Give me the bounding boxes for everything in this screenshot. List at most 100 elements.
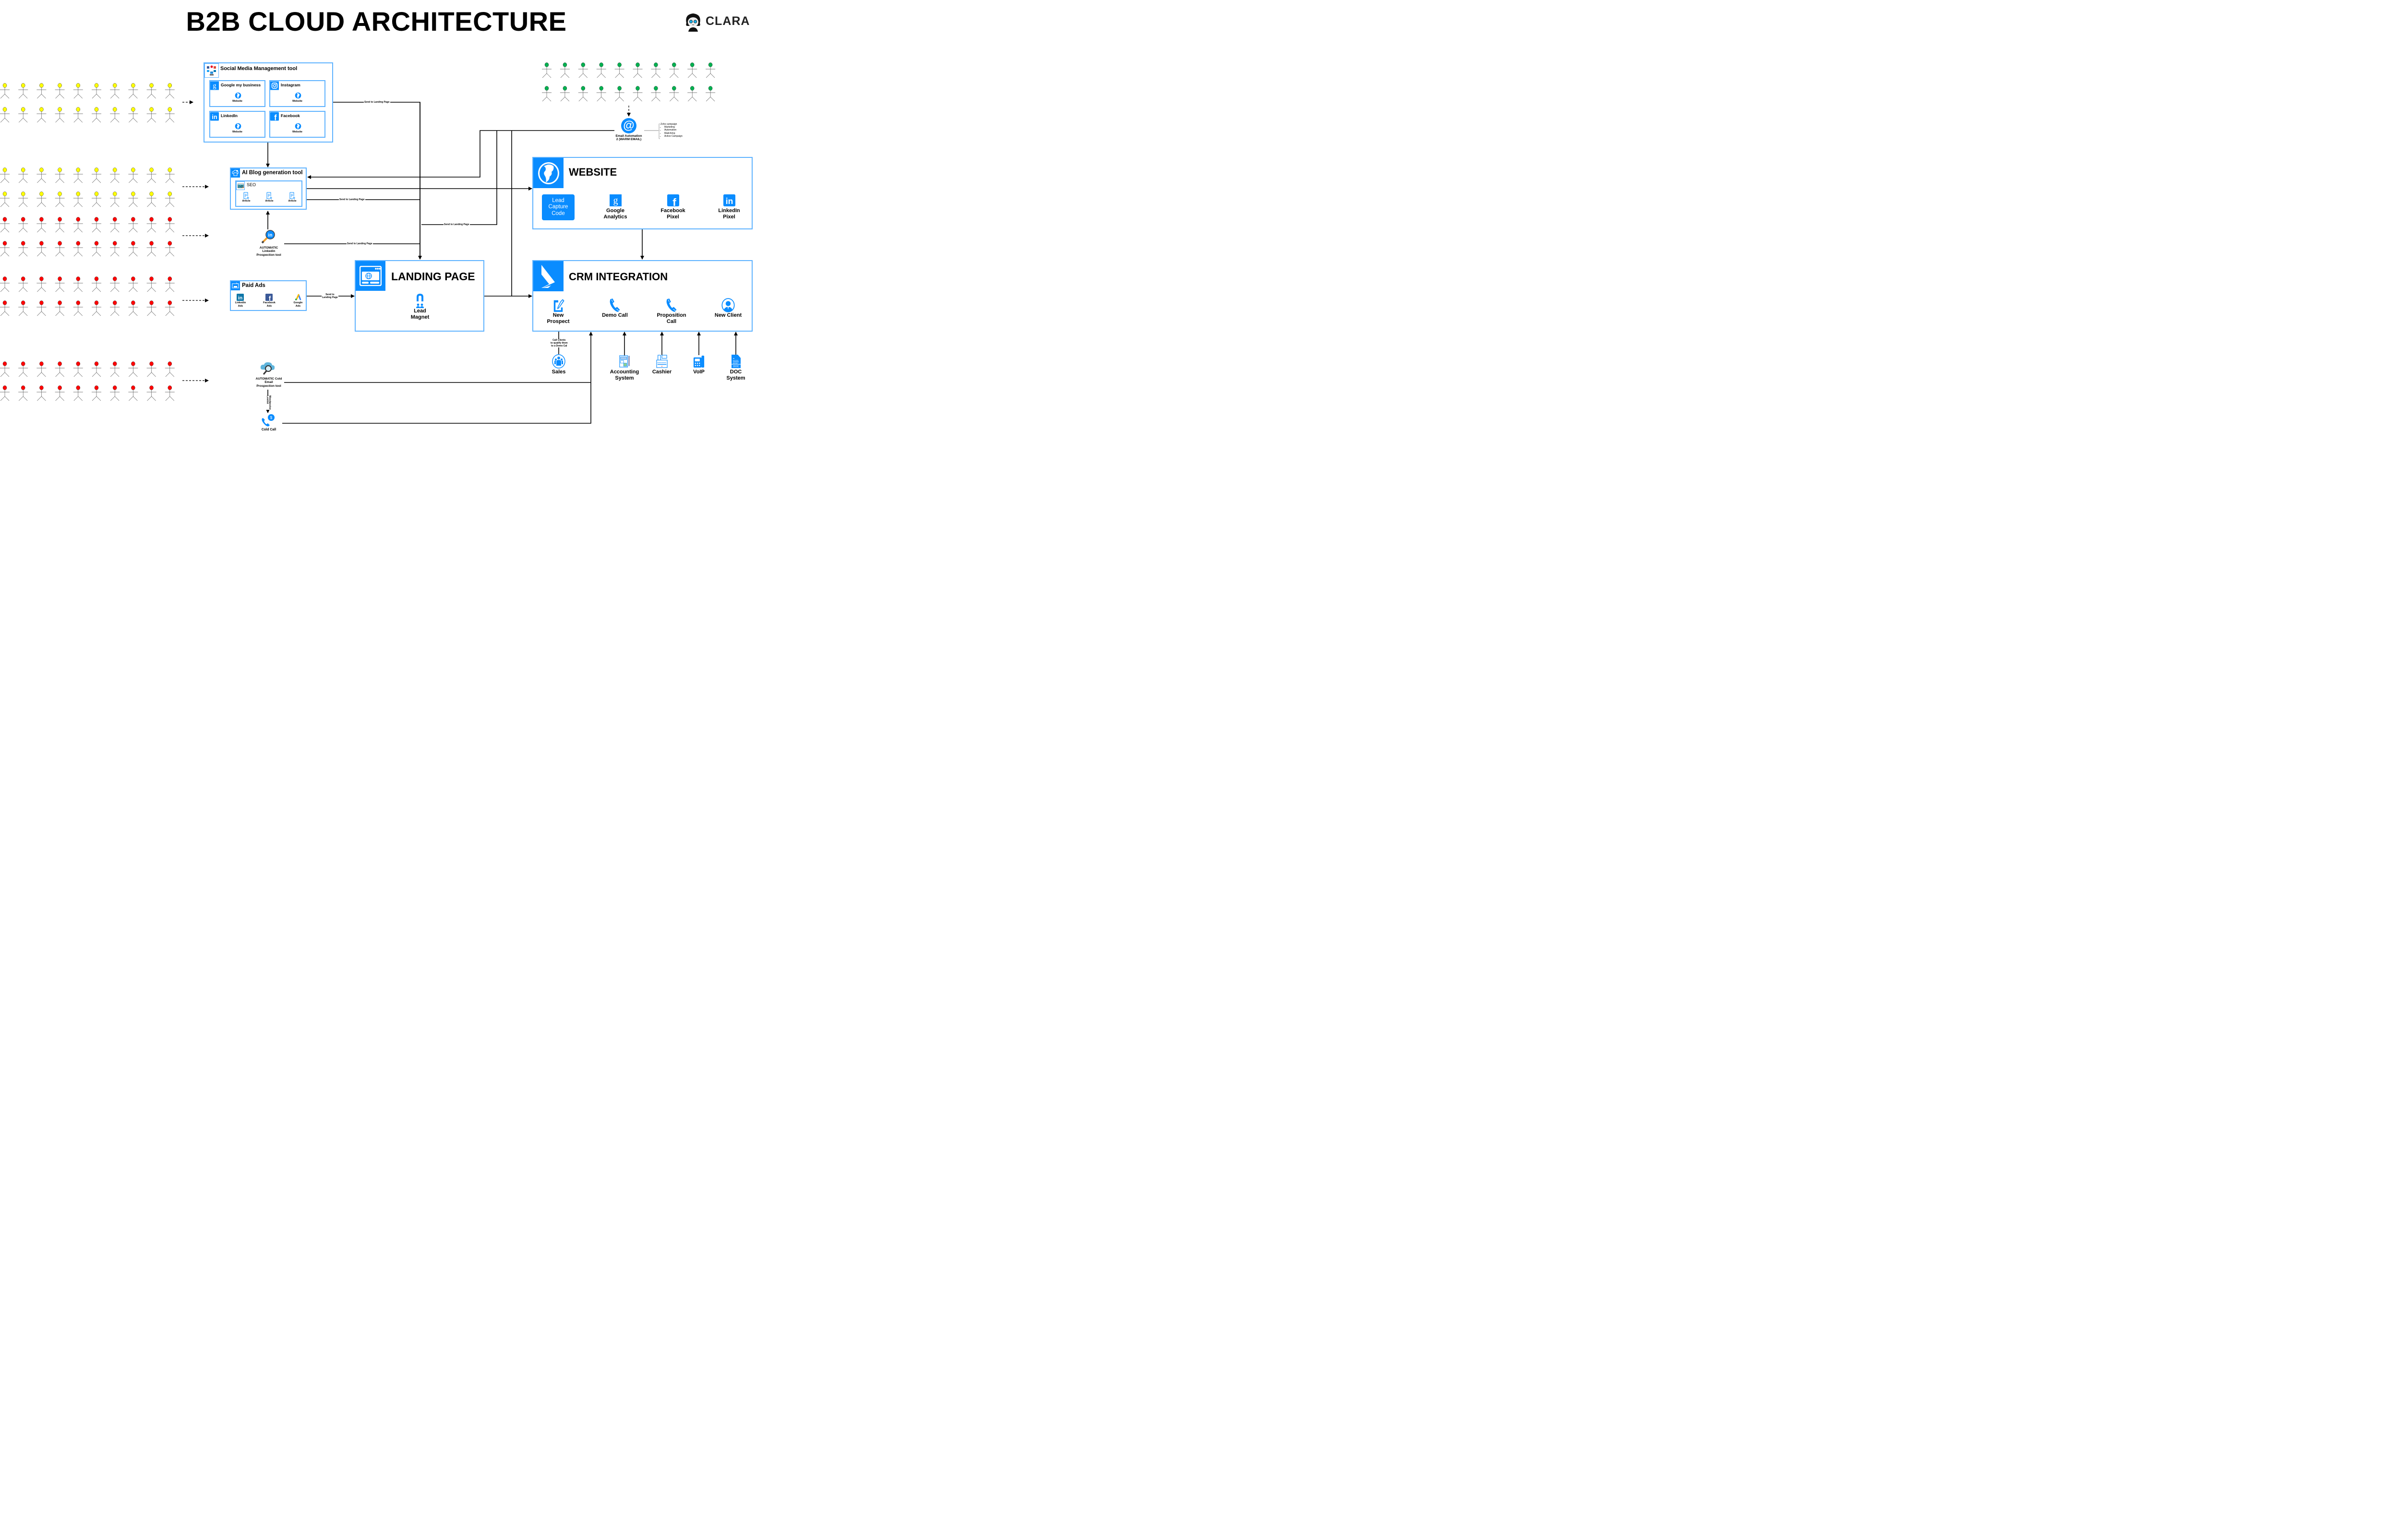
article-icon: [289, 192, 296, 200]
user-circle-icon: [721, 298, 735, 312]
linkedin-icon: in: [210, 112, 219, 121]
seo-title: SEO: [247, 182, 256, 187]
email-tools-list: Zoho campaign MarketingAutomationMailchi…: [660, 123, 683, 138]
edge-label-send-to-landing: Send to Landing Page: [444, 223, 470, 226]
linkedin-icon: in: [237, 294, 244, 301]
doc-file-icon: DOC: [730, 354, 742, 369]
channel-website-label: Website: [232, 100, 242, 103]
phone-icon: [608, 298, 622, 312]
pipeline-stage-label: New Prospect: [547, 312, 570, 324]
pipeline-stage-label: New Client: [714, 312, 742, 318]
integration-label: Sales: [552, 369, 566, 375]
seo-analytics-icon: [236, 181, 245, 190]
website-item-label: LinkedIn Pixel: [718, 208, 740, 220]
girl-avatar-icon: [686, 13, 700, 32]
page-title: B2B CLOUD ARCHITECTURE: [186, 6, 567, 36]
website-globe-icon: [235, 123, 241, 130]
cloud-gear-icon: [231, 168, 240, 178]
website-globe-icon: [295, 123, 301, 130]
svg-text:f: f: [274, 114, 277, 121]
facebook-icon: f: [265, 294, 273, 302]
svg-text:in: in: [726, 196, 733, 206]
cold-email-label: AUTOMATIC Cold Email Prospection tool: [255, 377, 282, 388]
calculator-icon: [619, 354, 630, 369]
desk-phone-icon: [693, 354, 705, 369]
channel-name: LinkedIn: [221, 113, 238, 118]
at-sign-icon: @: [621, 118, 636, 133]
email-tool-item: Mailchimp: [664, 132, 683, 135]
integration-label: DOC System: [726, 369, 745, 381]
dynamics-icon: [533, 261, 564, 291]
google-ads-icon: [294, 294, 301, 301]
landing-page-box[interactable]: LANDING PAGE Lead Magnet: [355, 260, 484, 332]
ad-label: Facebook Ads: [263, 301, 276, 308]
svg-text:DOC: DOC: [733, 365, 739, 368]
integration-label: Accounting System: [610, 369, 639, 381]
svg-text:in: in: [238, 295, 242, 301]
edit-document-icon: [552, 298, 565, 312]
website-item-label: Google Analytics: [603, 208, 627, 220]
svg-text:f: f: [672, 196, 676, 206]
ad-label: Linkedin Ads: [235, 301, 246, 308]
globe-icon: [533, 158, 564, 188]
article-label: Article: [288, 200, 297, 203]
magnet-icon: [414, 293, 426, 309]
cloud-search-icon: [260, 361, 276, 376]
crm-integration-box[interactable]: CRM INTEGRATION New Prospect Demo Call Pro…: [532, 260, 753, 332]
phone-dollar-icon: $: [260, 414, 276, 428]
edge-label-send-to-landing: Send to Landing Page: [364, 101, 390, 104]
edge-label-send-to-landing: Send to Landing Page: [347, 242, 373, 245]
email-tools-heading: Zoho campaign: [660, 123, 677, 126]
website-title: WEBSITE: [569, 166, 617, 178]
ad-label: Google Ads: [293, 301, 303, 308]
website-globe-icon: [235, 92, 241, 99]
crm-title: CRM INTEGRATION: [569, 271, 668, 283]
linkedin-prospection-label: AUTOMATIC Linkedin Prospection tool: [256, 246, 281, 257]
channel-name: Instagram: [281, 83, 300, 87]
integration-label: VoIP: [693, 369, 705, 375]
landing-page-title: LANDING PAGE: [391, 270, 475, 283]
article-icon: [266, 192, 273, 200]
pipeline-stage-label: Proposition Call: [657, 312, 686, 324]
email-automation-label: Email Automation 2 (WARM EMAIL): [615, 134, 642, 142]
google-icon: g: [610, 194, 622, 206]
svg-text:f: f: [269, 295, 271, 301]
phone-icon: [665, 298, 678, 312]
facebook-icon: f: [667, 194, 679, 208]
ads-laptop-icon: [231, 281, 240, 290]
connectors: [182, 100, 738, 424]
cold-call-label: Cold Call: [261, 428, 276, 431]
facebook-icon: f: [270, 112, 279, 122]
team-icon: [552, 354, 565, 369]
svg-text:g: g: [613, 195, 618, 206]
paid-ads-title: Paid Ads: [242, 283, 265, 288]
svg-text:$: $: [270, 416, 273, 420]
edge-label-send-to-landing: Send to Landing Page: [339, 198, 365, 201]
svg-text:g: g: [213, 82, 216, 90]
svg-text:in: in: [212, 114, 217, 120]
social-network-icon: [204, 63, 219, 78]
channel-name: Google my business: [221, 83, 261, 87]
ai-blog-title: AI Blog generation tool: [242, 170, 303, 176]
channel-name: Facebook: [281, 113, 300, 118]
linkedin-search-icon: in: [259, 229, 276, 244]
browser-globe-icon: [356, 261, 385, 291]
lead-capture-code-button[interactable]: Lead Capture Code: [542, 194, 575, 220]
pipeline-stage-label: Demo Call: [602, 312, 628, 318]
edge-label-cold-email-tools: Woodpecker Lemlist: [265, 395, 271, 410]
lead-magnet-label: Lead Magnet: [410, 308, 430, 320]
integration-label: Cashier: [652, 369, 672, 375]
edge-label-call-clients: Call Clients to qualify them to a Demo C…: [550, 339, 568, 347]
google-icon: g: [210, 81, 219, 90]
brand-logo: CLARA: [684, 12, 751, 33]
linkedin-icon: in: [723, 194, 735, 206]
